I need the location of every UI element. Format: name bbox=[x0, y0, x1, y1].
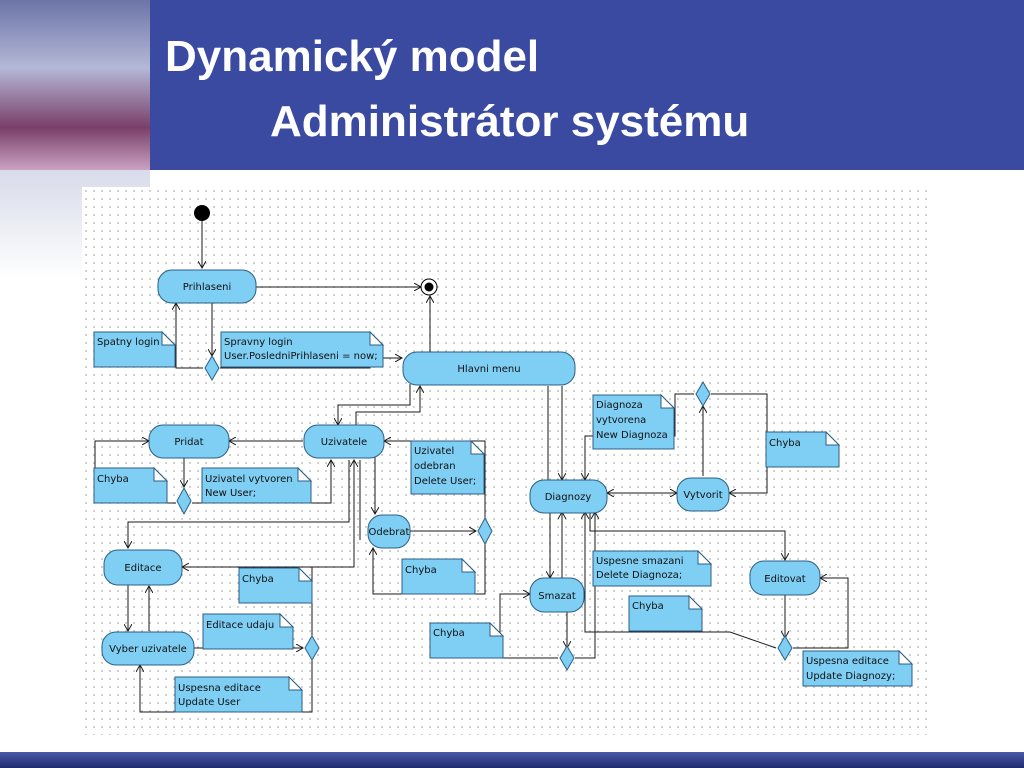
action-label: Hlavni menu bbox=[457, 364, 520, 375]
action-pridat: Pridat bbox=[148, 424, 230, 459]
decision-diamonds bbox=[176, 355, 793, 671]
action-vytvorit: Vytvorit bbox=[676, 477, 730, 512]
note-text: User.PosledniPrihlaseni = now; bbox=[224, 351, 378, 362]
final-node bbox=[420, 278, 438, 296]
note-text: New User; bbox=[205, 488, 256, 499]
note-text: Chyba bbox=[405, 565, 437, 576]
note-text: Chyba bbox=[632, 601, 664, 612]
note-text: Spatny login bbox=[97, 337, 160, 348]
note-uspesna-editace-user: Uspesna editace Update User bbox=[174, 675, 304, 713]
note-editace-udaju: Editace udaju bbox=[202, 612, 295, 650]
note-text: Uzivatel vytvoren bbox=[205, 474, 293, 485]
note-uzivatel-vytvoren: Uzivatel vytvoren New User; bbox=[201, 466, 313, 504]
action-label: Editovat bbox=[764, 574, 806, 585]
note-diagnoza-vytvorena: Diagnoza vytvorena New Diagnoza bbox=[592, 393, 676, 450]
action-diagnozy: Diagnozy bbox=[529, 479, 608, 514]
note-chyba-pridat: Chyba bbox=[93, 466, 169, 504]
action-smazat: Smazat bbox=[529, 577, 585, 613]
slide-title: Dynamický model bbox=[165, 32, 540, 81]
note-uspesna-editace-diag: Uspesna editace Update Diagnozy; bbox=[802, 649, 914, 687]
action-prihlaseni: Prihlaseni bbox=[157, 269, 257, 304]
note-chyba-smazat-left: Chyba bbox=[429, 621, 505, 659]
note-uspesne-smazani: Uspesne smazani Delete Diagnoza; bbox=[592, 549, 713, 587]
action-vyber-uzivatele: Vyber uzivatele bbox=[101, 631, 195, 666]
note-text: Update User bbox=[178, 697, 241, 708]
note-chyba-smazat-right: Chyba bbox=[628, 594, 704, 632]
action-editace: Editace bbox=[103, 549, 183, 586]
action-label: Prihlaseni bbox=[183, 282, 231, 293]
action-hlavni-menu: Hlavni menu bbox=[402, 351, 576, 386]
note-spravny-login: Spravny login User.PosledniPrihlaseni = … bbox=[220, 330, 385, 368]
note-text: Chyba bbox=[769, 438, 801, 449]
action-label: Pridat bbox=[174, 437, 203, 448]
note-text: Chyba bbox=[97, 474, 129, 485]
note-uzivatel-odebran: Uzivatel odebran Delete User; bbox=[410, 439, 486, 495]
note-spatny-login: Spatny login bbox=[93, 330, 177, 368]
note-text: New Diagnoza bbox=[596, 430, 668, 441]
note-text: Uspesna editace bbox=[806, 656, 889, 667]
note-text: Chyba bbox=[433, 628, 465, 639]
action-label: Editace bbox=[124, 563, 161, 574]
note-text: vytvorena bbox=[596, 415, 646, 426]
initial-node bbox=[194, 205, 210, 221]
action-label: Vyber uzivatele bbox=[109, 644, 187, 655]
note-text: odebran bbox=[414, 461, 456, 472]
action-label: Uzivatele bbox=[321, 437, 367, 448]
note-text: Delete User; bbox=[414, 476, 476, 487]
note-text: Uspesne smazani bbox=[596, 556, 683, 567]
note-text: Editace udaju bbox=[206, 620, 274, 631]
note-text: Uspesna editace bbox=[178, 683, 261, 694]
action-label: Smazat bbox=[538, 591, 576, 602]
note-text: Uzivatel bbox=[414, 446, 454, 457]
action-label: Odebrat bbox=[369, 527, 410, 538]
action-label: Diagnozy bbox=[545, 492, 592, 503]
note-chyba-editace: Chyba bbox=[238, 566, 314, 604]
slide-subtitle: Administrátor systému bbox=[270, 97, 750, 146]
note-text: Delete Diagnoza; bbox=[596, 570, 682, 581]
action-odebrat: Odebrat bbox=[367, 514, 411, 549]
note-text: Update Diagnozy; bbox=[806, 671, 895, 682]
action-uzivatele: Uzivatele bbox=[303, 424, 385, 459]
note-text: Chyba bbox=[242, 574, 274, 585]
note-text: Spravny login bbox=[224, 337, 293, 348]
note-chyba-vytvorit: Chyba bbox=[765, 430, 841, 468]
action-editovat: Editovat bbox=[749, 560, 821, 596]
slide-footer-bar bbox=[0, 752, 1024, 768]
note-text: Diagnoza bbox=[596, 400, 643, 411]
action-label: Vytvorit bbox=[683, 490, 722, 501]
flask-image bbox=[0, 0, 150, 170]
note-chyba-odebrat: Chyba bbox=[401, 557, 477, 595]
slide-header bbox=[0, 0, 1024, 170]
